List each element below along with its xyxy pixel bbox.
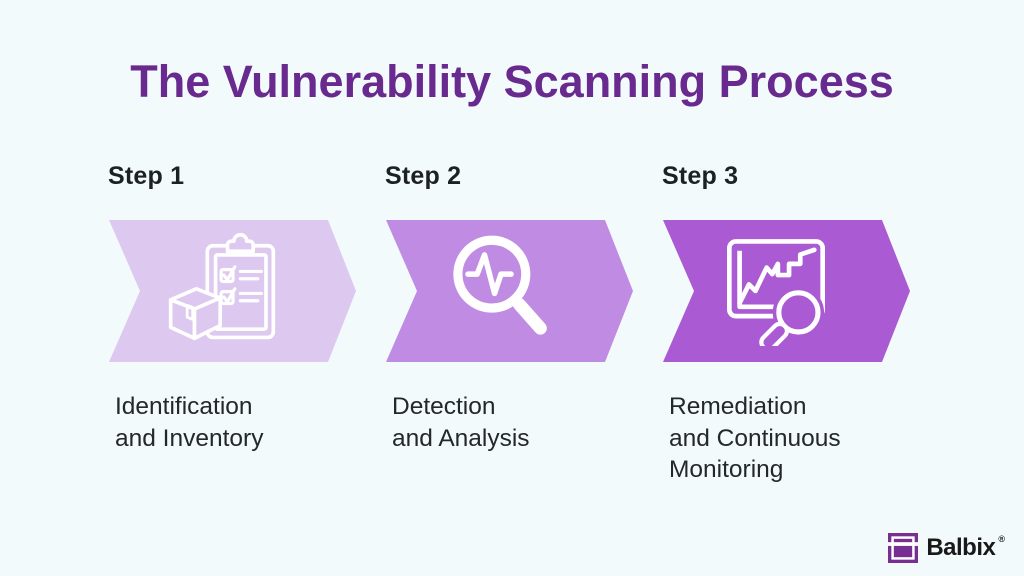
step-2-description: Detection and Analysis	[392, 393, 530, 452]
step-3-description: Remediation and Continuous Monitoring	[669, 393, 841, 483]
step-column-3: Step 3 Remediation and Continuous Monito…	[660, 162, 912, 483]
page-title: The Vulnerability Scanning Process	[130, 56, 894, 107]
balbix-logo: Balbix ®	[888, 533, 1005, 563]
balbix-logo-text: Balbix	[926, 534, 996, 561]
balbix-logo-icon	[888, 533, 919, 563]
step-2-label: Step 2	[385, 162, 462, 190]
registered-trademark-symbol: ®	[998, 534, 1005, 544]
step-1-description: Identification and Inventory	[115, 393, 264, 452]
process-arrow-1	[109, 220, 356, 362]
step-column-2: Step 2 Detection and Analysis	[383, 162, 635, 452]
step-column-1: Step 1	[106, 162, 358, 452]
chart-with-magnifier-icon	[727, 239, 825, 346]
step-1-label: Step 1	[108, 162, 185, 190]
step-3-label: Step 3	[662, 162, 739, 190]
process-arrow-3	[663, 220, 910, 362]
package-box-and-checklist-clipboard-icon	[168, 232, 276, 341]
process-arrow-2	[386, 220, 633, 362]
magnifier-with-pulse-icon	[453, 235, 547, 335]
